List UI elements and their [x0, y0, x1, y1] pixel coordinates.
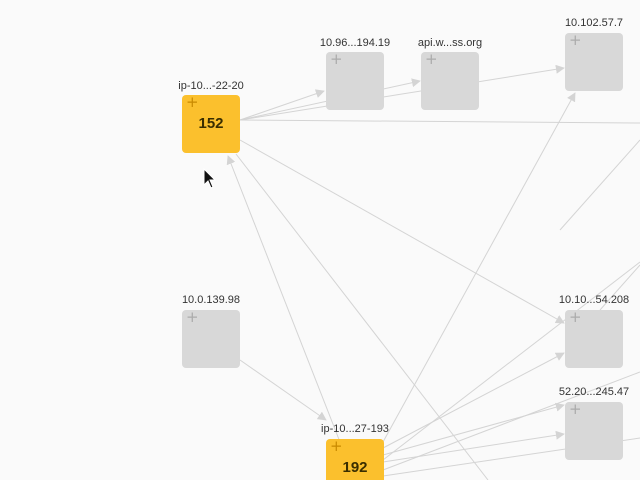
expand-icon[interactable]: + — [186, 308, 199, 326]
expand-icon[interactable]: + — [569, 31, 582, 49]
host-node-10-96-194-19[interactable]: + — [326, 52, 384, 110]
node-count: 192 — [342, 459, 368, 476]
edge — [239, 64, 565, 121]
edge — [239, 89, 325, 121]
node-label: 10.102.57.7 — [564, 17, 624, 29]
edge — [382, 92, 576, 443]
node-label: ip-10...-22-20 — [178, 80, 244, 92]
edge — [235, 153, 489, 480]
expand-icon[interactable]: + — [186, 93, 199, 111]
node-label: ip-10...27-193 — [321, 423, 389, 435]
expand-icon[interactable]: + — [569, 308, 582, 326]
node-label: api.w...ss.org — [417, 37, 483, 49]
expand-icon[interactable]: + — [425, 50, 438, 68]
expand-icon[interactable]: + — [330, 437, 343, 455]
expand-icon[interactable]: + — [330, 50, 343, 68]
edge — [239, 139, 565, 324]
edge — [382, 261, 640, 461]
edge — [382, 352, 565, 449]
edge — [599, 264, 640, 311]
node-count: 152 — [198, 115, 224, 132]
host-node-ip-10-27-193[interactable]: + 192 — [326, 439, 384, 480]
edge — [382, 402, 565, 456]
host-node-52-20-245-47[interactable]: + — [565, 402, 623, 460]
expand-icon[interactable]: + — [569, 400, 582, 418]
edge — [559, 139, 640, 231]
host-node-10-0-139-98[interactable]: + — [182, 310, 240, 368]
node-label: 10.0.139.98 — [181, 294, 241, 306]
edge — [382, 430, 565, 463]
host-node-10-10-54-208[interactable]: + — [565, 310, 623, 368]
host-node-api-ss-org[interactable]: + — [421, 52, 479, 110]
edge — [226, 155, 341, 443]
mouse-cursor-icon — [203, 168, 217, 189]
host-node-ip-10-22-20[interactable]: + 152 — [182, 95, 240, 153]
node-label: 52.20...245.47 — [558, 386, 630, 398]
host-node-10-102-57-7[interactable]: + — [565, 33, 623, 91]
edge — [382, 371, 640, 471]
edge — [239, 359, 327, 421]
edge — [239, 119, 640, 124]
node-label: 10.10...54.208 — [558, 294, 630, 306]
node-label: 10.96...194.19 — [319, 37, 391, 49]
